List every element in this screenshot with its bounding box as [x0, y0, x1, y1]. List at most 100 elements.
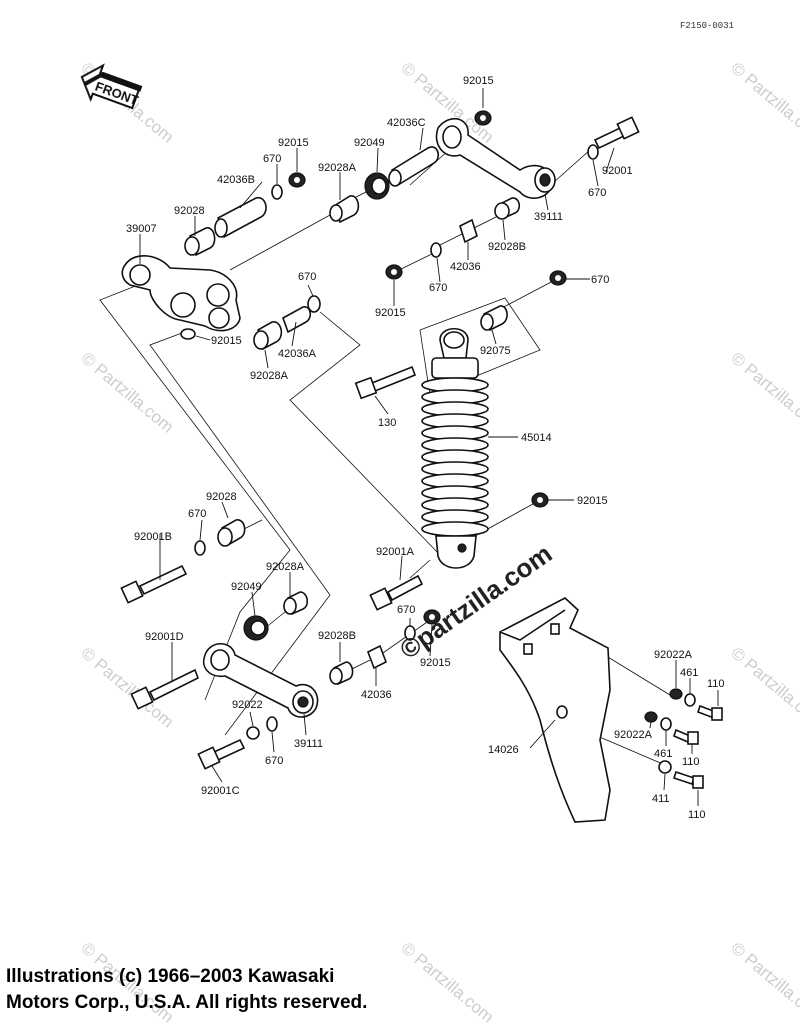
sleeve-icon	[388, 146, 440, 187]
watermark: © Partzilla.com	[727, 349, 800, 437]
part-label: 92001A	[376, 546, 415, 558]
washer-icon	[430, 242, 442, 258]
part-label: 92028A	[318, 162, 357, 174]
mud-flap	[499, 597, 611, 823]
bushing-icon	[184, 227, 216, 257]
nut-icon	[385, 264, 403, 280]
washer-icon	[180, 328, 196, 340]
part-label: 92015	[463, 75, 494, 87]
tie-rod-upper	[435, 117, 556, 199]
washer-icon	[658, 760, 672, 774]
part-label: 92028B	[318, 630, 356, 642]
bolt-icon	[672, 770, 704, 789]
washer-icon	[660, 717, 672, 731]
part-label: 92022A	[614, 729, 653, 741]
part-label: 92001C	[201, 785, 240, 797]
part-label: 39007	[126, 223, 157, 235]
washer-icon	[684, 693, 696, 707]
part-label: 92028	[206, 491, 237, 503]
part-label: 42036B	[217, 174, 255, 186]
bushing-icon	[283, 591, 309, 616]
sleeve-icon	[282, 306, 312, 334]
part-label: 92028	[174, 205, 205, 217]
leader-lines	[139, 88, 719, 806]
bolt-icon	[354, 365, 417, 400]
bushing-icon	[329, 661, 354, 686]
bushing-icon	[329, 195, 360, 224]
watermark: © Partzilla.com	[727, 59, 800, 147]
washer-icon	[307, 295, 321, 313]
part-label: 39111	[294, 738, 323, 750]
washer-icon	[271, 184, 283, 200]
bolt-icon	[673, 728, 699, 745]
seal-icon	[243, 615, 269, 641]
sleeve-icon	[459, 218, 478, 244]
part-label: 110	[688, 809, 706, 821]
part-label: 411	[652, 793, 670, 805]
part-label: 670	[188, 508, 206, 520]
shock-absorber	[421, 327, 489, 569]
bushing-icon	[253, 321, 283, 351]
washer-icon	[246, 726, 260, 740]
copyright-line-2: Motors Corp., U.S.A. All rights reserved…	[6, 992, 368, 1013]
tie-rod-lower	[203, 642, 319, 718]
part-label: 14026	[488, 744, 519, 756]
rocker-arm	[121, 255, 241, 332]
part-label: 130	[378, 417, 396, 429]
part-label: 92049	[231, 581, 262, 593]
bolt-icon	[130, 668, 200, 710]
part-label: 670	[263, 153, 281, 165]
part-label: 670	[397, 604, 415, 616]
part-label: 92015	[577, 495, 608, 507]
part-label: 92028B	[488, 241, 526, 253]
part-label: 461	[654, 748, 672, 760]
part-label: 42036C	[387, 117, 426, 129]
washer-icon	[587, 144, 599, 160]
watermark: © Partzilla.com	[727, 644, 800, 732]
bushing-icon	[217, 519, 246, 547]
bolt-icon	[593, 116, 640, 150]
copyright-footer: Illustrations (c) 1966–2003 Kawasaki Mot…	[6, 964, 486, 1016]
sleeve-icon	[366, 644, 388, 670]
washer-icon	[266, 716, 278, 732]
nut-icon	[549, 270, 567, 286]
part-label: 39111	[534, 211, 563, 223]
part-shapes	[120, 110, 723, 823]
bushing-icon	[494, 197, 521, 220]
nut-icon	[423, 609, 441, 625]
part-label: 110	[682, 756, 700, 768]
part-label: 92075	[480, 345, 511, 357]
part-label: 92015	[278, 137, 309, 149]
bolt-icon	[696, 704, 723, 721]
bolt-icon	[369, 574, 424, 611]
figure-code: F2150-0031	[680, 21, 734, 31]
sleeve-icon	[214, 196, 267, 239]
part-label: 461	[680, 667, 698, 679]
bolt-icon	[120, 564, 188, 604]
front-arrow-icon: FRONT	[80, 63, 143, 110]
part-label: 92049	[354, 137, 385, 149]
part-label: 670	[298, 271, 316, 283]
part-label: 670	[588, 187, 606, 199]
part-label: 92028A	[266, 561, 305, 573]
part-label: 42036	[361, 689, 392, 701]
seal-icon	[364, 172, 390, 200]
part-label: 110	[707, 678, 725, 690]
part-label: 92022	[232, 699, 263, 711]
part-label: 92015	[375, 307, 406, 319]
nut-icon	[474, 110, 492, 126]
nut-icon	[288, 172, 306, 188]
part-label: 92015	[211, 335, 242, 347]
part-label: 670	[265, 755, 283, 767]
part-label: 42036	[450, 261, 481, 273]
part-label: 92001	[602, 165, 633, 177]
copyright-line-1: Illustrations (c) 1966–2003 Kawasaki	[6, 966, 335, 987]
part-label: 670	[591, 274, 609, 286]
part-label: 45014	[521, 432, 552, 444]
washer-icon	[669, 688, 683, 700]
washer-icon	[194, 540, 206, 556]
part-label: 92028A	[250, 370, 289, 382]
part-label: 670	[429, 282, 447, 294]
washer-icon	[644, 711, 658, 723]
collar-icon	[480, 305, 508, 332]
